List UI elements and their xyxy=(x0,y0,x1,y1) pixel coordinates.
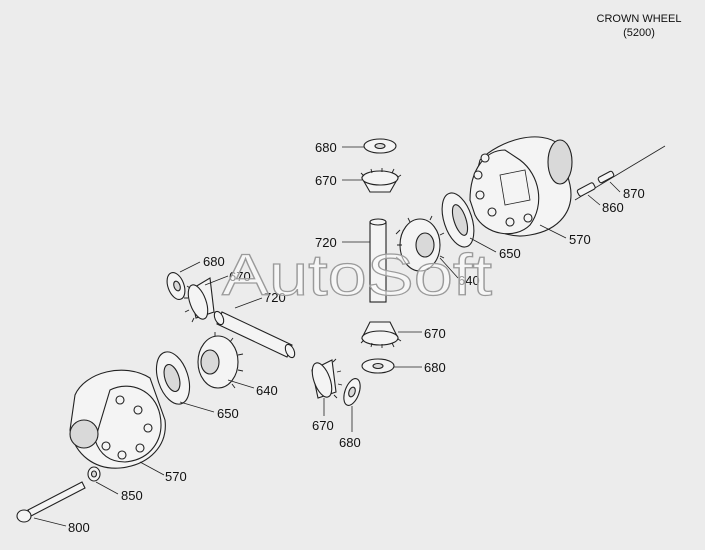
label-570-top: 570 xyxy=(569,232,591,247)
label-640-lower: 640 xyxy=(256,383,278,398)
spider-shaft-diagonal xyxy=(213,310,296,359)
differential-case-lower xyxy=(69,369,166,469)
title-line-1: CROWN WHEEL xyxy=(597,13,682,25)
planet-gear-670-left xyxy=(184,277,215,323)
washer-680-left xyxy=(166,272,186,300)
label-870: 870 xyxy=(623,186,645,201)
washer-680-top xyxy=(363,138,397,154)
planet-gear-670-mid xyxy=(360,321,402,348)
differential-case-upper xyxy=(469,136,573,237)
planet-gear-670-top xyxy=(360,168,402,193)
pin-860 xyxy=(576,182,596,197)
label-850: 850 xyxy=(121,488,143,503)
thrust-washer-upper xyxy=(441,192,475,248)
label-670-top: 670 xyxy=(315,173,337,188)
side-gear-lower xyxy=(197,332,244,389)
label-720-top: 720 xyxy=(315,235,337,250)
spider-shaft-vertical xyxy=(369,218,387,303)
label-670-lower: 670 xyxy=(312,418,334,433)
label-650-top: 650 xyxy=(499,246,521,261)
label-670-mid: 670 xyxy=(424,326,446,341)
thrust-washer-lower xyxy=(155,351,191,405)
label-670-left: 670 xyxy=(229,269,251,284)
label-680-top: 680 xyxy=(315,140,337,155)
label-570-lower: 570 xyxy=(165,469,187,484)
bolt-800 xyxy=(16,481,86,523)
label-680-left: 680 xyxy=(203,254,225,269)
washer-680-lower xyxy=(343,378,361,406)
label-860: 860 xyxy=(602,200,624,215)
title-line-2: (5200) xyxy=(623,27,655,39)
label-720-left: 720 xyxy=(264,290,286,305)
label-800: 800 xyxy=(68,520,90,535)
label-680-mid: 680 xyxy=(424,360,446,375)
washer-680-mid xyxy=(361,358,395,374)
planet-gear-670-lower xyxy=(311,358,343,399)
pin-870 xyxy=(597,170,615,184)
side-gear-upper xyxy=(395,215,445,272)
label-680-lower: 680 xyxy=(339,435,361,450)
label-640-top: 640 xyxy=(458,273,480,288)
watermark: AutoSoft xyxy=(222,243,492,308)
washer-850 xyxy=(87,466,101,482)
leader-lines xyxy=(33,146,621,527)
label-650-lower: 650 xyxy=(217,406,239,421)
